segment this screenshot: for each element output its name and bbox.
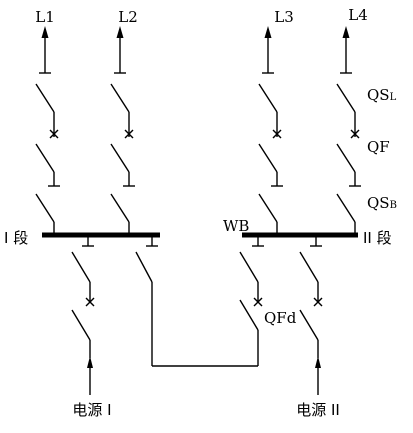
feeder-l3	[258, 25, 284, 235]
source-2-incomer	[299, 237, 323, 395]
label-qfd: QFd	[264, 309, 297, 327]
label-qs-l: QSL	[367, 86, 397, 104]
bus-tie	[135, 237, 264, 367]
label-source-2: 电源 II	[296, 401, 340, 419]
feeder-l1	[35, 25, 61, 235]
label-wb: WB	[223, 217, 249, 235]
feeder-l4	[336, 25, 362, 235]
label-bus-section-1: I 段	[4, 229, 28, 247]
label-l3: L3	[274, 8, 294, 26]
label-l1: L1	[35, 8, 55, 26]
feeder-l2	[110, 25, 136, 235]
label-qf: QF	[367, 138, 390, 156]
label-l2: L2	[118, 8, 138, 26]
label-l4: L4	[348, 6, 368, 24]
source-1-incomer	[71, 237, 95, 395]
label-source-1: 电源 I	[72, 401, 111, 419]
label-bus-section-2: II 段	[363, 229, 392, 247]
label-qs-b: QSB	[367, 194, 397, 212]
